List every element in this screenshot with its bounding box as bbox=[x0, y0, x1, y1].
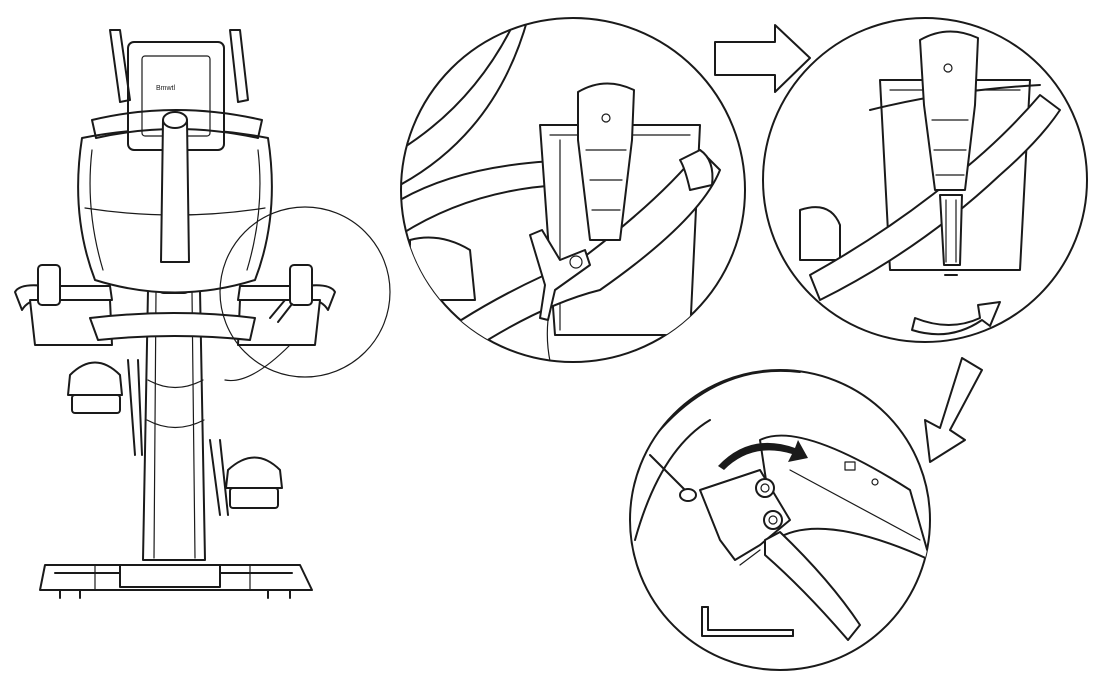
bike-pedal-left bbox=[67, 359, 143, 456]
bike-column bbox=[142, 254, 206, 561]
arrow-down-left-icon bbox=[924, 357, 983, 463]
bike-side-handles bbox=[14, 264, 336, 382]
detail-step-3 bbox=[629, 369, 931, 671]
bike-pedal-right bbox=[209, 439, 283, 516]
bike-base bbox=[39, 564, 313, 599]
detail-callout-circle bbox=[219, 206, 391, 378]
allen-key-icon bbox=[701, 606, 794, 637]
bike-seat-post bbox=[160, 111, 190, 263]
detail-step-1 bbox=[400, 17, 746, 363]
recumbent-bike-overview: Bmwtl bbox=[14, 29, 391, 599]
rotate-arrow-icon bbox=[911, 301, 1001, 336]
detail-step-2 bbox=[762, 17, 1088, 343]
arrow-right-icon bbox=[714, 24, 811, 93]
console-brand: Bmwtl bbox=[156, 85, 176, 92]
rotate-arrow-icon bbox=[718, 440, 808, 470]
bike-console: Bmwtl bbox=[91, 29, 263, 151]
